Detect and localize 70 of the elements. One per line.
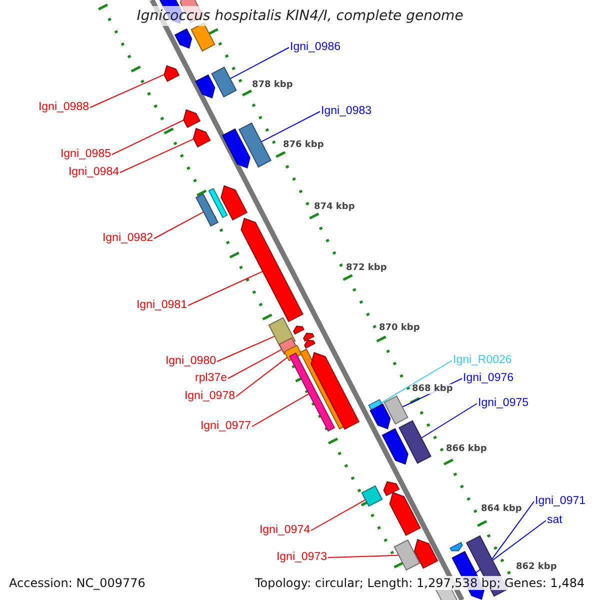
- scale-label: 872 kbp: [346, 263, 387, 273]
- gene-label: Igni_0984: [68, 166, 119, 179]
- gene-label: Igni_0982: [102, 232, 153, 245]
- leader-line: [228, 348, 282, 379]
- scale-label: 864 kbp: [481, 504, 522, 514]
- leader-line: [236, 356, 288, 397]
- gene-block: [174, 28, 192, 49]
- leader-line: [112, 120, 184, 155]
- gene-label: Igni_0983: [321, 105, 372, 118]
- leader-line: [310, 499, 366, 531]
- leader-line: [188, 270, 264, 306]
- gene-label: Igni_0985: [60, 148, 111, 161]
- gene-block: [183, 109, 201, 128]
- gene-label: Igni_0978: [184, 390, 235, 403]
- leader-line: [420, 403, 478, 438]
- gene-block: [222, 128, 250, 168]
- leader-line: [154, 211, 204, 239]
- gene-box: [211, 66, 237, 98]
- gene-block: [240, 218, 304, 322]
- gene-label: Igni_0986: [290, 41, 341, 54]
- gene-block: [195, 74, 216, 98]
- gene-label: Igni_0975: [478, 397, 529, 410]
- gene-box: [288, 352, 336, 432]
- leader-line: [230, 47, 290, 80]
- leader-line: [380, 360, 452, 404]
- scale-label: 868 kbp: [412, 384, 453, 394]
- leader-line: [328, 554, 400, 558]
- gene-box: [208, 188, 228, 218]
- gene-block: [303, 332, 314, 342]
- gene-label: Igni_0988: [38, 101, 89, 114]
- gene-label: sat: [547, 514, 562, 527]
- gene-block: [310, 352, 360, 430]
- scale-label: 866 kbp: [446, 444, 487, 454]
- scale-label: 862 kbp: [516, 562, 557, 572]
- gene-box: [238, 122, 272, 168]
- gene-label: Igni_0980: [165, 355, 216, 368]
- gene-block: [414, 538, 438, 569]
- gene-box: [394, 539, 420, 571]
- gene-block: [382, 428, 408, 465]
- scale-label: 878 kbp: [252, 80, 293, 90]
- gene-block: [293, 326, 304, 335]
- gene-block: [389, 492, 421, 536]
- footer-text: Accession: NC_009776: [9, 576, 146, 590]
- scale-label: 874 kbp: [314, 202, 355, 212]
- gene-label: Igni_0981: [136, 299, 187, 312]
- leader-line: [491, 501, 534, 560]
- gene-block: [164, 65, 180, 82]
- scale-label: 876 kbp: [283, 140, 324, 150]
- gene-label: Igni_0973: [276, 551, 327, 564]
- gene-block: [383, 481, 400, 496]
- scale-label: 870 kbp: [379, 323, 420, 333]
- gene-block: [220, 185, 248, 220]
- gene-label: Igni_0976: [463, 372, 514, 385]
- leader-line: [260, 111, 320, 142]
- gene-block: [370, 403, 391, 430]
- gene-box: [398, 420, 432, 464]
- gene-label: Igni_R0026: [453, 354, 512, 367]
- footer-text: Topology: circular; Length: 1,297,538 bp; Genes: 1,484: [255, 576, 585, 590]
- gene-block: [192, 128, 211, 148]
- leader-line: [216, 336, 276, 362]
- gene-label: rpl37e: [195, 372, 227, 385]
- leader-line: [90, 74, 164, 108]
- leader-line: [252, 393, 310, 427]
- leader-line: [120, 138, 194, 173]
- gene-box: [195, 193, 219, 227]
- gene-label: Igni_0971: [535, 495, 586, 508]
- gene-label: Igni_0977: [200, 420, 251, 433]
- gene-box: [361, 485, 383, 507]
- gene-label: Igni_0974: [259, 524, 310, 537]
- gene-box: [384, 395, 408, 425]
